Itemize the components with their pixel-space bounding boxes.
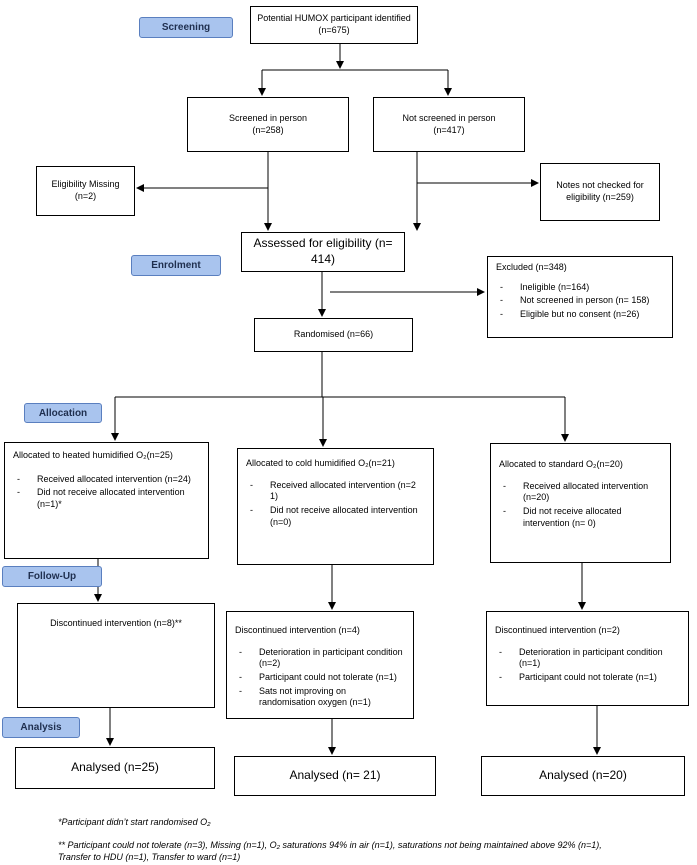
arm-cold-item: Received allocated intervention (n=2 1) xyxy=(246,480,425,503)
discontinued-cold-title: Discontinued intervention (n=4) xyxy=(235,625,360,635)
stage-screening: Screening xyxy=(139,17,233,38)
arm-standard-list: Received allocated intervention (n=20) D… xyxy=(499,481,662,530)
arm-cold-item: Did not receive allocated intervention (… xyxy=(246,505,425,528)
discontinued-cold-item: Sats not improving on randomisation oxyg… xyxy=(235,686,405,709)
discontinued-cold-list: Deterioration in participant condition (… xyxy=(235,647,405,709)
identified-label: Potential HUMOX participant identified xyxy=(257,13,411,24)
analysed-heated-label: Analysed (n=25) xyxy=(71,760,159,775)
eligibility-missing-box: Eligibility Missing (n=2) xyxy=(36,166,135,216)
randomised-label: Randomised (n=66) xyxy=(293,329,374,340)
arm-standard-box: Allocated to standard O₂(n=20) Received … xyxy=(490,443,671,563)
arm-cold-title: Allocated to cold humidified O₂(n=21) xyxy=(246,458,395,468)
screened-count: (n=258) xyxy=(252,124,284,135)
excluded-title: Excluded (n=348) xyxy=(496,262,567,272)
arm-cold-list: Received allocated intervention (n=2 1) … xyxy=(246,480,425,529)
identified-count: (n=675) xyxy=(318,25,350,35)
stage-enrolment: Enrolment xyxy=(131,255,221,276)
excluded-item: Ineligible (n=164) xyxy=(496,282,664,294)
excluded-list: Ineligible (n=164) Not screened in perso… xyxy=(496,282,664,321)
screened-label: Screened in person xyxy=(228,112,308,123)
discontinued-standard-box: Discontinued intervention (n=2) Deterior… xyxy=(486,611,689,706)
analysed-heated-box: Analysed (n=25) xyxy=(15,747,215,789)
footnote-double-line1: ** Participant could not tolerate (n=3),… xyxy=(58,840,602,850)
arm-standard-item: Received allocated intervention (n=20) xyxy=(499,481,662,504)
discontinued-cold-item: Participant could not tolerate (n=1) xyxy=(235,672,405,684)
assessed-box: Assessed for eligibility (n= 414) xyxy=(241,232,405,272)
eligibility-missing-count: (n=2) xyxy=(74,191,97,201)
arm-standard-title: Allocated to standard O₂(n=20) xyxy=(499,459,623,469)
notes-not-checked-box: Notes not checked for eligibility (n=259… xyxy=(540,163,660,221)
analysed-standard-label: Analysed (n=20) xyxy=(539,768,627,783)
arm-heated-box: Allocated to heated humidified O₂(n=25) … xyxy=(4,442,209,559)
notes-not-checked-label: Notes not checked for xyxy=(556,180,644,191)
analysed-standard-box: Analysed (n=20) xyxy=(481,756,685,796)
discontinued-cold-box: Discontinued intervention (n=4) Deterior… xyxy=(226,611,414,719)
arm-heated-list: Received allocated intervention (n=24) D… xyxy=(13,474,200,511)
footnote-single: *Participant didn’t start randomised O₂ xyxy=(58,817,211,827)
discontinued-standard-title: Discontinued intervention (n=2) xyxy=(495,625,620,635)
stage-analysis: Analysis xyxy=(2,717,80,738)
analysed-cold-label: Analysed (n= 21) xyxy=(289,768,381,783)
notes-not-checked-count: eligibility (n=259) xyxy=(566,192,634,202)
arm-heated-title: Allocated to heated humidified O₂(n=25) xyxy=(13,450,173,460)
discontinued-standard-list: Deterioration in participant condition (… xyxy=(495,647,680,684)
eligibility-missing-label: Eligibility Missing xyxy=(51,179,120,190)
discontinued-cold-item: Deterioration in participant condition (… xyxy=(235,647,405,670)
screened-box: Screened in person (n=258) xyxy=(187,97,349,152)
excluded-box: Excluded (n=348) Ineligible (n=164) Not … xyxy=(487,256,673,338)
identified-box: Potential HUMOX participant identified (… xyxy=(250,6,418,44)
footnote-double-line2: Transfer to HDU (n=1), Transfer to ward … xyxy=(58,852,241,862)
arm-cold-box: Allocated to cold humidified O₂(n=21) Re… xyxy=(237,448,434,565)
arm-heated-item: Did not receive allocated intervention (… xyxy=(13,487,200,510)
stage-allocation: Allocation xyxy=(24,403,102,423)
assessed-label: Assessed for eligibility (n= 414) xyxy=(253,236,393,266)
not-screened-count: (n=417) xyxy=(433,124,465,135)
stage-follow-up: Follow-Up xyxy=(2,566,102,587)
analysed-cold-box: Analysed (n= 21) xyxy=(234,756,436,796)
arm-heated-item: Received allocated intervention (n=24) xyxy=(13,474,200,486)
excluded-item: Not screened in person (n= 158) xyxy=(496,295,664,307)
excluded-item: Eligible but no consent (n=26) xyxy=(496,309,664,321)
not-screened-box: Not screened in person (n=417) xyxy=(373,97,525,152)
discontinued-heated-title: Discontinued intervention (n=8)** xyxy=(50,618,182,628)
randomised-box: Randomised (n=66) xyxy=(254,318,413,352)
discontinued-standard-item: Participant could not tolerate (n=1) xyxy=(495,672,680,684)
discontinued-standard-item: Deterioration in participant condition (… xyxy=(495,647,680,670)
discontinued-heated-box: Discontinued intervention (n=8)** xyxy=(17,603,215,708)
arm-standard-item: Did not receive allocated intervention (… xyxy=(499,506,662,529)
not-screened-label: Not screened in person xyxy=(402,112,496,123)
